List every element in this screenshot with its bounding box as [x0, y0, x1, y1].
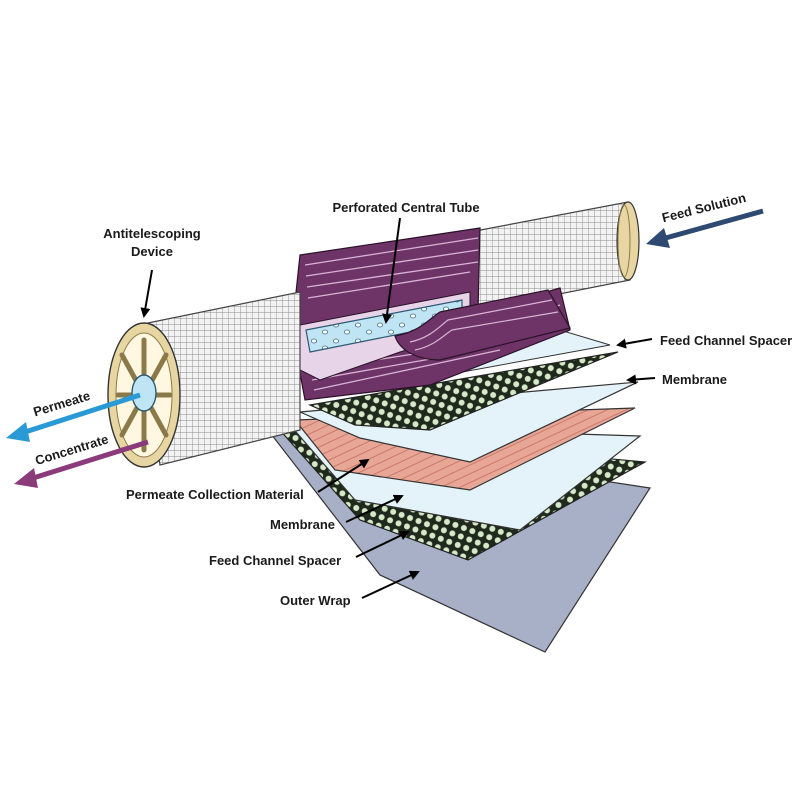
- label-feed-channel-spacer-bottom: Feed Channel Spacer: [209, 553, 341, 568]
- concentrate-arrow: [14, 439, 149, 488]
- label-membrane-bottom: Membrane: [270, 517, 335, 532]
- feed-solution-arrow: [646, 208, 764, 248]
- label-outer-wrap: Outer Wrap: [280, 593, 351, 608]
- label-perforated-central-tube: Perforated Central Tube: [332, 200, 479, 215]
- label-feed-channel-spacer-top: Feed Channel Spacer: [660, 333, 792, 348]
- label-permeate-collection-material: Permeate Collection Material: [126, 487, 304, 502]
- feed-channel-spacer-top-sheet: [307, 351, 619, 431]
- label-antitelescoping: Antitelescoping: [103, 226, 201, 241]
- membrane-top-sheet: [299, 381, 639, 463]
- label-concentrate: Concentrate: [33, 431, 110, 468]
- flow-arrows: [6, 208, 764, 488]
- permeate-arrow: [6, 392, 141, 442]
- central-tube-opening: [131, 374, 157, 412]
- right-end-cap: [616, 201, 640, 281]
- antitelescoping-device: [107, 322, 181, 468]
- label-membrane-top: Membrane: [662, 372, 727, 387]
- leader-lines: [140, 217, 656, 599]
- right-cylinder: [469, 201, 640, 311]
- label-device: Device: [131, 244, 173, 259]
